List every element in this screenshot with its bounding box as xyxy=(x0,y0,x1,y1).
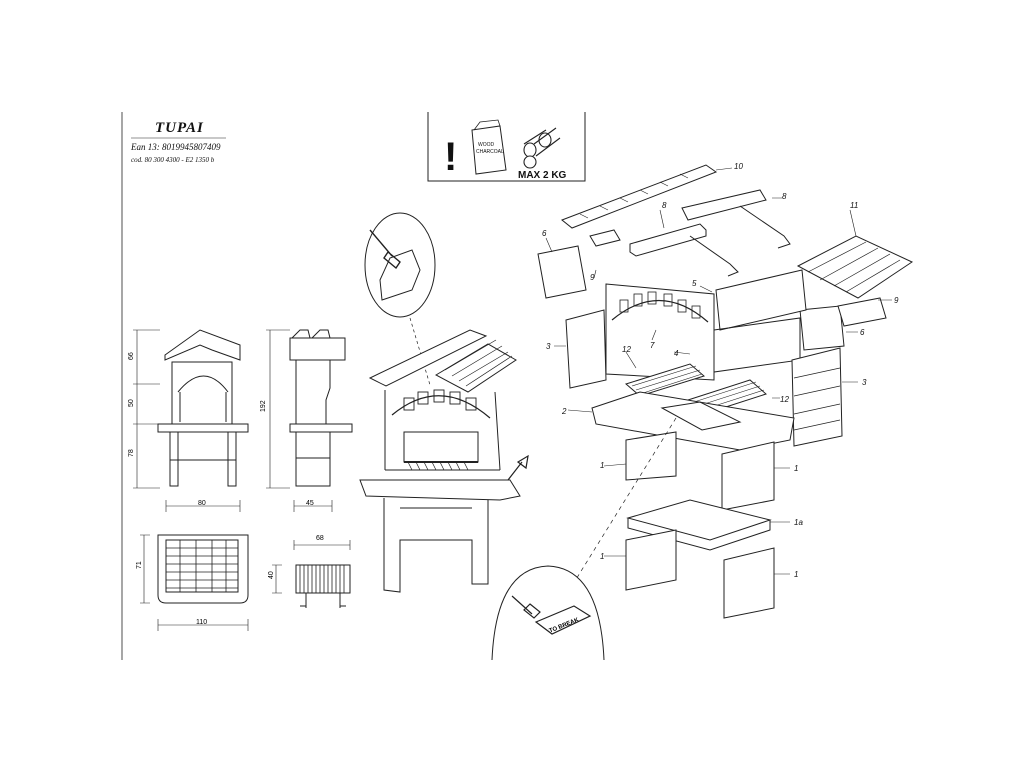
max-load-label: MAX 2 KG xyxy=(518,170,567,181)
top-view xyxy=(140,534,249,631)
part-label-1-upper-left: 1 xyxy=(600,461,604,470)
front-height-bottom: 78 xyxy=(128,449,135,457)
svg-text:WOOD: WOOD xyxy=(478,142,494,148)
part-label-8-left: 8 xyxy=(662,201,667,210)
break-callout xyxy=(491,565,605,661)
grill-detail-view xyxy=(272,540,351,608)
paint-brush-icon xyxy=(369,229,401,270)
ean-line: Ean 13: 8019945807409 xyxy=(131,142,221,152)
exploded-view xyxy=(491,164,914,661)
svg-text:CHARCOAL: CHARCOAL xyxy=(476,149,504,155)
front-height-top: 66 xyxy=(128,352,135,360)
side-depth-label: 45 xyxy=(306,500,314,507)
side-elevation-view xyxy=(266,329,353,512)
part-label-1-upper-right: 1 xyxy=(794,464,798,473)
part-label-3-left: 3 xyxy=(546,342,551,351)
part-label-12-right: 12 xyxy=(780,395,789,404)
warning-exclamation: ! xyxy=(444,135,457,179)
front-height-middle: 50 xyxy=(128,399,135,407)
part-label-11: 11 xyxy=(850,201,858,210)
part-label-10: 10 xyxy=(734,162,743,171)
wood-logs-icon xyxy=(523,127,561,169)
side-total-height-label: 192 xyxy=(260,400,267,412)
part-label-5: 5 xyxy=(692,279,697,288)
grill-width-label: 68 xyxy=(316,535,324,542)
part-label-12-left: 12 xyxy=(622,345,631,354)
part-label-9-right: 9 xyxy=(894,296,899,305)
top-width-label: 110 xyxy=(196,619,207,626)
part-label-3-right: 3 xyxy=(862,378,867,387)
warning-box: ! WOOD CHARCOAL MAX 2 KG xyxy=(427,112,586,182)
part-label-1-lower-right: 1 xyxy=(794,570,798,579)
part-label-7: 7 xyxy=(650,341,655,350)
part-label-4: 4 xyxy=(674,349,679,358)
part-label-2: 2 xyxy=(561,407,567,416)
part-label-1a: 1a xyxy=(794,518,803,527)
ean-value: 8019945807409 xyxy=(162,142,221,152)
front-elevation-view xyxy=(133,329,249,512)
hammer-icon xyxy=(511,595,592,635)
brush-detail-callout xyxy=(364,212,436,386)
part-label-6-left: 6 xyxy=(542,229,547,238)
product-code: cod. 80 300 4300 - E2 1350 b xyxy=(131,156,215,164)
product-title: TUPAI xyxy=(155,120,204,136)
part-label-8-right: 8 xyxy=(782,192,787,201)
grill-depth-label: 40 xyxy=(268,571,275,579)
front-width-label: 80 xyxy=(198,500,206,507)
assembled-barbecue xyxy=(359,329,529,593)
part-label-9-left: 9 xyxy=(590,273,595,282)
small-brush-icon xyxy=(507,454,529,481)
top-depth-label: 71 xyxy=(136,561,143,569)
part-label-1-lower-left: 1 xyxy=(600,552,604,561)
part-label-6-right: 6 xyxy=(860,328,865,337)
ean-label: Ean 13: xyxy=(131,142,160,152)
charcoal-bag-icon: WOOD CHARCOAL xyxy=(471,119,507,175)
